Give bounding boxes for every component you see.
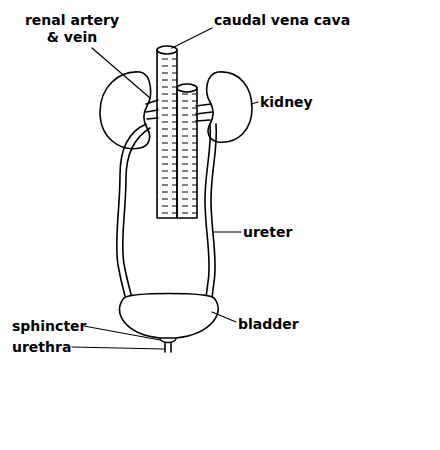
organ-label: ureter <box>243 224 292 241</box>
urethra-tube <box>165 343 171 352</box>
leader-lines <box>72 28 258 349</box>
left-kidney <box>100 72 151 149</box>
bladder-outline <box>120 294 219 339</box>
organ-label: kidney <box>260 94 313 111</box>
right-kidney <box>207 72 252 142</box>
right-ureter <box>205 124 216 300</box>
right-renal-vessels <box>196 104 212 121</box>
sphincter-ring <box>160 338 176 343</box>
organ-label: bladder <box>238 316 299 333</box>
vessel-label: renal artery & vein <box>22 12 122 46</box>
organ-label: sphincter <box>12 318 86 335</box>
caudal-vena-cava-vessel <box>177 88 197 218</box>
left-ureter <box>117 124 150 300</box>
vessel-label: caudal vena cava <box>214 12 350 29</box>
aorta <box>157 50 177 218</box>
organ-label: urethra <box>12 339 71 356</box>
